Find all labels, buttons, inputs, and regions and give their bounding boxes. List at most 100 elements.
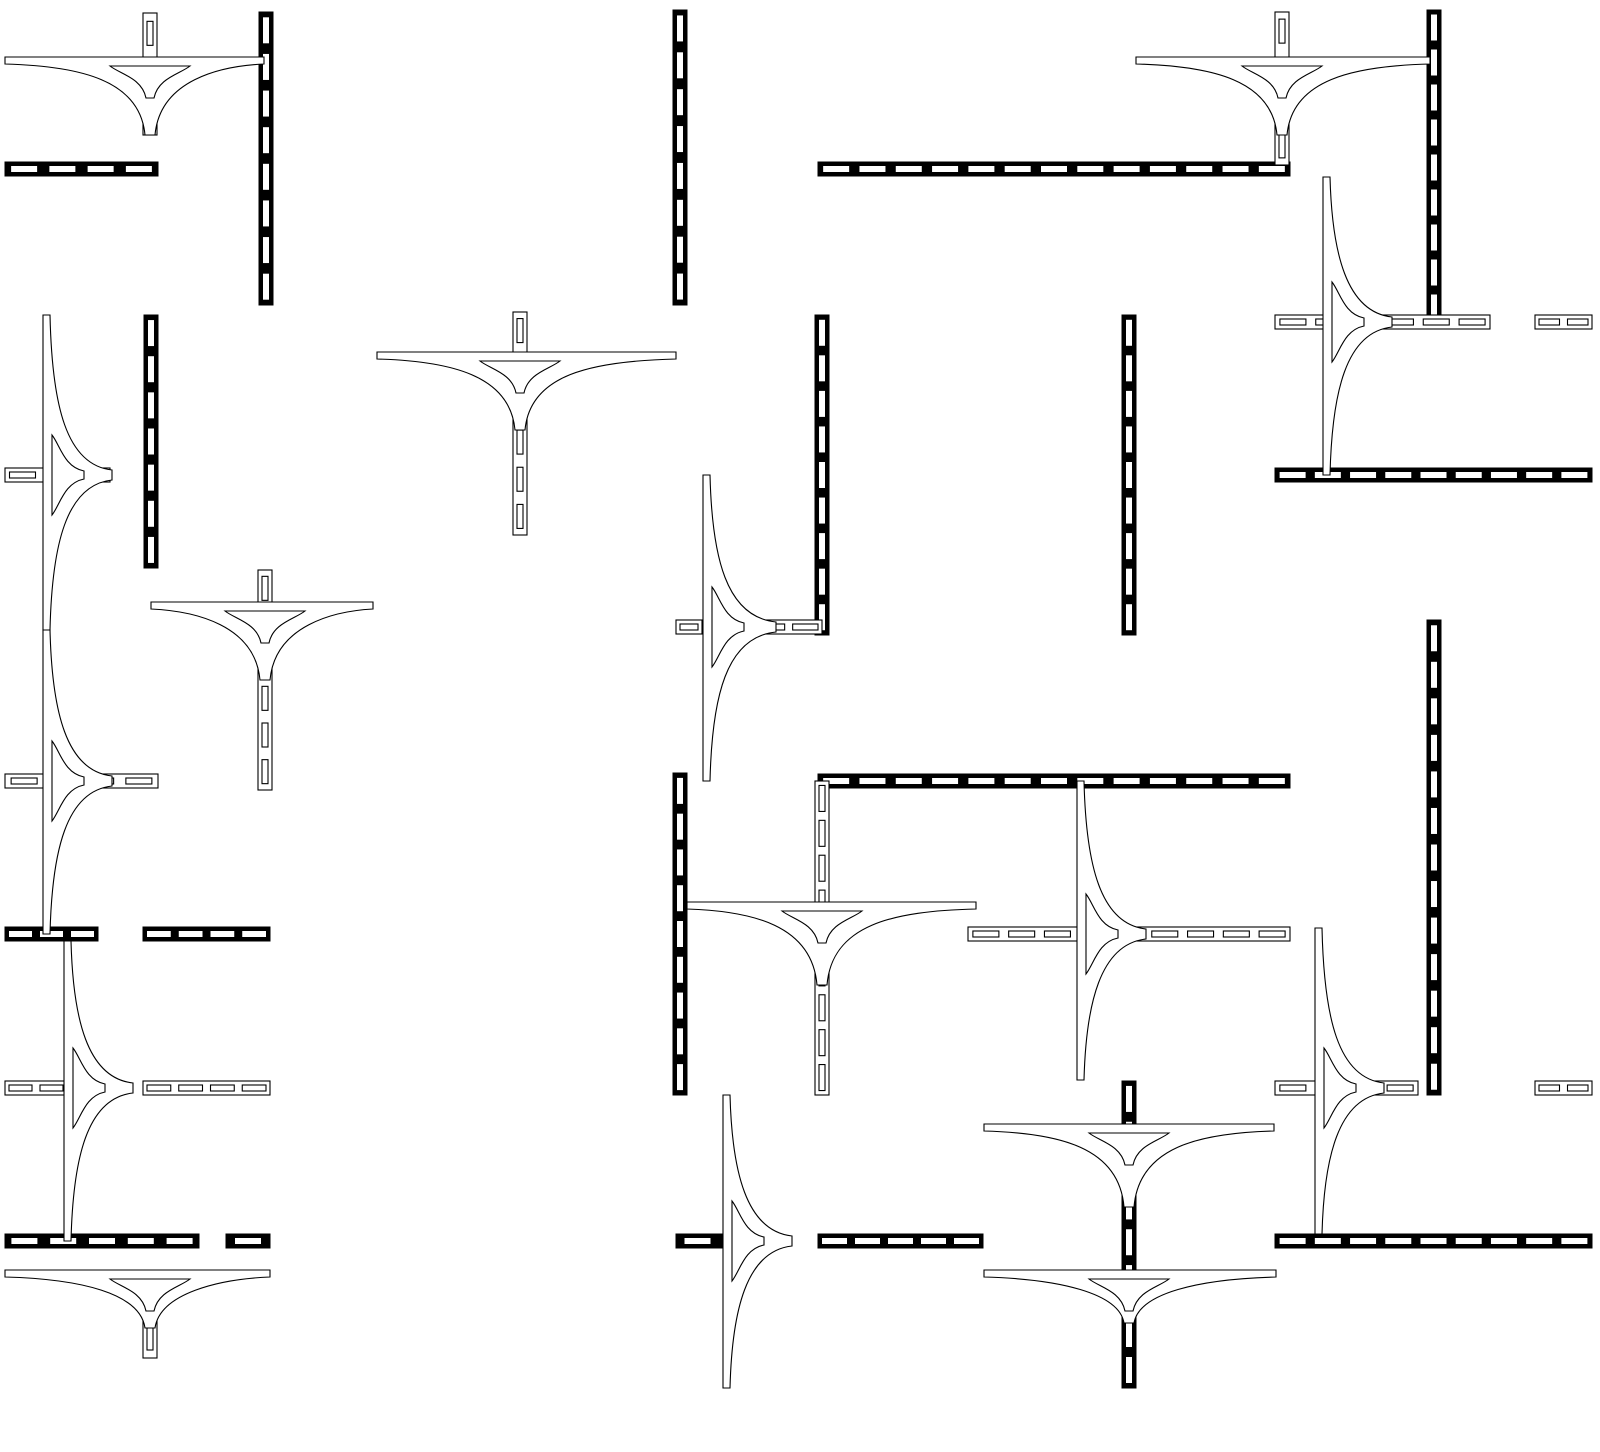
wall-body <box>258 11 274 306</box>
wall-slot <box>1538 1084 1561 1092</box>
wall-slot <box>1422 318 1450 326</box>
wall-slot <box>921 1238 946 1244</box>
wall-slot <box>677 992 683 1019</box>
bracket-down <box>4 12 265 136</box>
wall-slot <box>1431 990 1437 1017</box>
wall-slot <box>1126 1357 1132 1383</box>
wall-slot <box>1538 318 1561 326</box>
wall-slot <box>1561 1238 1588 1244</box>
wall-slot <box>148 428 154 455</box>
wall-slot <box>1431 844 1437 871</box>
bracket-arm <box>686 901 977 986</box>
wall-slot <box>1186 166 1213 172</box>
wall-slot <box>1431 259 1437 286</box>
dark-wall-panel <box>4 1233 200 1249</box>
post-slot <box>261 722 269 748</box>
wall-slot <box>1222 930 1250 938</box>
wall-slot <box>895 778 922 784</box>
wall-slot <box>677 15 683 42</box>
bracket-right <box>63 940 134 1242</box>
wall-slot <box>1431 917 1437 944</box>
wall-slot <box>818 1029 826 1057</box>
dark-wall-panel <box>672 9 688 306</box>
post-slot <box>516 429 524 455</box>
wall-slot <box>263 163 269 190</box>
bracket-arm <box>376 351 677 431</box>
wall-slot <box>818 994 826 1022</box>
wall-slot <box>146 1084 172 1092</box>
wall-slot <box>1458 318 1486 326</box>
wall-slot <box>1126 1229 1132 1256</box>
wall-slot <box>792 623 819 631</box>
bracket-inner <box>51 433 85 517</box>
wall-body <box>142 926 271 942</box>
wall-slot <box>1490 1238 1517 1244</box>
bracket-right <box>1076 780 1147 1081</box>
dark-wall-panel <box>1121 1315 1137 1389</box>
bracket-inner <box>1087 1132 1171 1166</box>
wall-slot <box>1149 166 1176 172</box>
wall-slot <box>1126 568 1132 595</box>
bracket-arm <box>722 1094 793 1389</box>
wall-slot <box>1420 472 1447 478</box>
wall-slot <box>679 623 699 631</box>
wall-slot <box>859 166 886 172</box>
wall-body <box>672 9 688 306</box>
wall-slot <box>166 1238 193 1244</box>
wall-slot <box>1431 224 1437 251</box>
post-slot <box>516 318 524 344</box>
wall-slot <box>859 778 886 784</box>
dark-wall-panel <box>1274 467 1593 483</box>
dark-wall-panel <box>672 772 688 1096</box>
wall-slot <box>1350 1238 1377 1244</box>
wall-slot <box>1126 1085 1132 1112</box>
post-slot <box>1278 133 1286 159</box>
dark-wall-panel <box>817 1233 984 1249</box>
wall-slot <box>147 931 171 937</box>
wall-slot <box>677 777 683 804</box>
bracket-inner <box>108 1278 192 1312</box>
wall-slot <box>1431 881 1437 908</box>
bracket-inner <box>108 65 192 99</box>
wall-slot <box>1126 1321 1132 1347</box>
wall-slot <box>148 320 154 347</box>
wall-slot <box>855 1238 880 1244</box>
open-wall-panel <box>1534 314 1593 330</box>
wall-slot <box>677 273 683 300</box>
wall-slot <box>1431 1063 1437 1090</box>
wall-slot <box>932 166 959 172</box>
post-slot <box>1278 18 1286 44</box>
wall-slot <box>1126 604 1132 631</box>
wall-slot <box>263 53 269 80</box>
wall-slot <box>148 392 154 419</box>
wall-slot <box>823 778 850 784</box>
bracket-arm <box>42 314 113 631</box>
wall-slot <box>210 931 235 937</box>
wall-slot <box>1126 497 1132 524</box>
bracket-arm <box>1314 927 1385 1235</box>
wall-slot <box>263 200 269 227</box>
bracket-arm <box>150 601 374 681</box>
bracket-inner <box>711 585 745 669</box>
wall-slot <box>1431 119 1437 146</box>
wall-slot <box>1077 166 1104 172</box>
wall-slot <box>1151 930 1179 938</box>
bracket-inner <box>1323 1046 1357 1130</box>
wall-slot <box>677 921 683 947</box>
wall-slot <box>263 237 269 264</box>
wall-slot <box>1455 1238 1482 1244</box>
wall-slot <box>677 956 683 983</box>
post-slot <box>516 466 524 492</box>
wall-slot <box>1431 84 1437 111</box>
wall-slot <box>1350 472 1377 478</box>
dark-wall-panel <box>1426 9 1442 326</box>
wall-slot <box>819 497 825 524</box>
wall-slot <box>148 536 154 563</box>
wall-slot <box>1126 355 1132 382</box>
wall-slot <box>89 1238 115 1244</box>
bracket-right <box>722 1094 793 1389</box>
wall-slot <box>819 355 825 382</box>
wall-slot <box>39 1084 64 1092</box>
wall-slot <box>954 1238 979 1244</box>
post-slot <box>261 759 269 785</box>
